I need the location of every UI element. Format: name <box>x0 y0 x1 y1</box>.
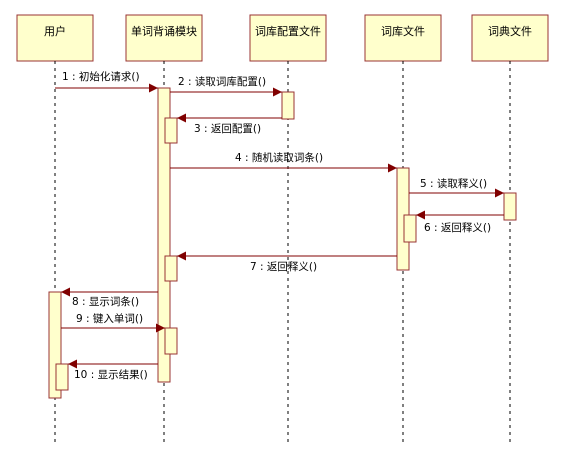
lifeline-lib-box[interactable] <box>364 14 442 62</box>
message-8: 8 : 显示词条() <box>61 287 158 308</box>
message-label: 3 : 返回配置() <box>194 123 261 135</box>
message-3: 3 : 返回配置() <box>177 113 282 135</box>
message-label: 10 : 显示结果() <box>74 368 148 381</box>
message-label: 9 : 键入单词() <box>76 312 143 325</box>
lifeline-config-label: 词库配置文件 <box>255 24 321 38</box>
message-2: 2 : 读取词库配置() <box>170 75 282 97</box>
activation-module-input <box>164 327 178 355</box>
lifeline-config-box[interactable] <box>249 14 327 62</box>
message-7: 7 : 返回释义() <box>177 251 397 273</box>
lifeline-lib: 词库文件 <box>364 14 442 442</box>
lifeline-dict: 词典文件 <box>471 14 549 442</box>
lifeline-user-label: 用户 <box>44 24 66 38</box>
lifeline-lib-label: 词库文件 <box>381 24 425 38</box>
message-label: 8 : 显示词条() <box>72 295 139 308</box>
lifeline-module-label: 单词背诵模块 <box>131 24 197 38</box>
message-5: 5 : 读取释义() <box>409 177 504 198</box>
activation-module-lib-return <box>164 255 178 282</box>
message-label: 6 : 返回释义() <box>424 221 491 234</box>
activation-bars <box>48 87 517 399</box>
lifeline-user: 用户 <box>16 14 94 442</box>
message-10: 10 : 显示结果() <box>68 359 158 381</box>
activation-config <box>281 91 295 120</box>
activation-module-config-return <box>164 117 178 144</box>
message-9: 9 : 键入单词() <box>61 312 165 333</box>
message-4: 4 : 随机读取词条() <box>170 151 397 173</box>
message-1: 1 : 初始化请求() <box>55 70 158 93</box>
message-label: 5 : 读取释义() <box>420 177 487 190</box>
activation-lib-return <box>403 214 417 243</box>
message-label: 7 : 返回释义() <box>250 260 317 273</box>
message-label: 1 : 初始化请求() <box>62 70 140 83</box>
message-label: 2 : 读取词库配置() <box>178 75 266 88</box>
activation-dict <box>503 192 517 221</box>
lifeline-dict-box[interactable] <box>471 14 549 62</box>
activation-user-result <box>55 363 69 391</box>
lifeline-module-box[interactable] <box>125 14 203 62</box>
lifeline-config: 词库配置文件 <box>249 14 327 442</box>
message-label: 4 : 随机读取词条() <box>235 151 323 164</box>
lifeline-dict-label: 词典文件 <box>488 24 532 38</box>
message-6: 6 : 返回释义() <box>416 210 504 234</box>
lifeline-user-box[interactable] <box>16 14 94 62</box>
activation-module-main <box>157 87 171 383</box>
